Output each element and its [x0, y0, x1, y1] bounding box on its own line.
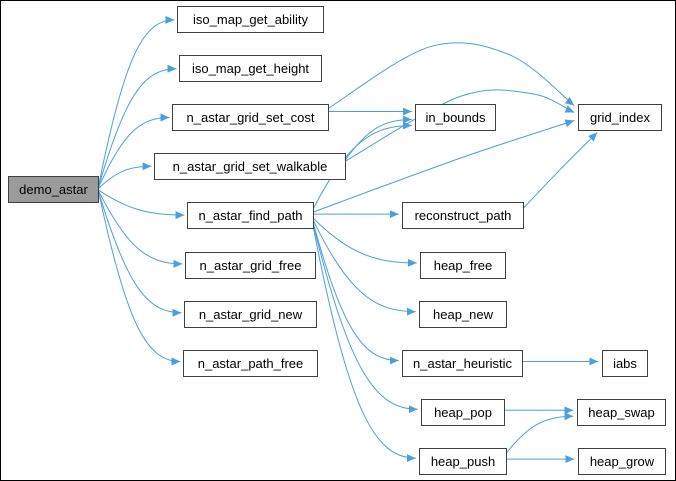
- node-heap_new[interactable]: heap_new: [419, 301, 507, 328]
- node-iabs[interactable]: iabs: [602, 350, 648, 377]
- edge-demo_astar-to-iso_map_get_height: [98, 64, 177, 187]
- node-label: n_astar_grid_set_cost: [186, 110, 315, 125]
- node-label: n_astar_grid_new: [198, 307, 303, 322]
- node-n_astar_grid_set_walkable[interactable]: n_astar_grid_set_walkable: [154, 153, 346, 180]
- edge-n_astar_grid_set_cost-to-grid_index: [327, 42, 575, 109]
- node-label: n_astar_heuristic: [413, 356, 512, 371]
- edge-n_astar_grid_set_walkable-to-in_bounds: [344, 115, 412, 161]
- edge-heap_push-to-heap_swap: [505, 412, 574, 455]
- edge-reconstruct_path-to-grid_index: [522, 132, 598, 210]
- node-label: iabs: [613, 356, 637, 371]
- node-label: heap_push: [430, 454, 496, 469]
- node-label: n_astar_grid_free: [199, 258, 302, 273]
- edge-demo_astar-to-n_astar_grid_new: [98, 192, 182, 317]
- node-grid_index[interactable]: grid_index: [578, 104, 662, 131]
- edge-demo_astar-to-iso_map_get_ability: [98, 15, 175, 186]
- node-label: in_bounds: [425, 110, 486, 125]
- node-heap_grow[interactable]: heap_grow: [578, 448, 666, 475]
- node-label: heap_swap: [588, 405, 655, 420]
- node-n_astar_heuristic[interactable]: n_astar_heuristic: [402, 350, 523, 377]
- node-label: grid_index: [590, 110, 650, 125]
- node-n_astar_grid_free[interactable]: n_astar_grid_free: [185, 252, 316, 279]
- node-in_bounds[interactable]: in_bounds: [415, 104, 496, 131]
- node-label: n_astar_path_free: [197, 356, 304, 371]
- edge-demo_astar-to-n_astar_grid_set_walkable: [98, 162, 152, 189]
- node-n_astar_grid_new[interactable]: n_astar_grid_new: [184, 301, 317, 328]
- node-label: n_astar_find_path: [198, 208, 303, 223]
- node-n_astar_path_free[interactable]: n_astar_path_free: [183, 350, 318, 377]
- node-label: iso_map_get_height: [191, 61, 310, 76]
- node-heap_push[interactable]: heap_push: [419, 448, 507, 475]
- node-label: n_astar_grid_set_walkable: [172, 159, 328, 174]
- node-label: heap_free: [433, 258, 493, 273]
- edge-n_astar_find_path-to-in_bounds: [312, 121, 412, 210]
- node-label: demo_astar: [19, 182, 88, 197]
- edge-demo_astar-to-n_astar_find_path: [98, 189, 185, 220]
- edge-demo_astar-to-n_astar_grid_free: [98, 190, 183, 268]
- edge-n_astar_find_path-to-n_astar_heuristic: [312, 221, 399, 365]
- node-iso_map_get_height[interactable]: iso_map_get_height: [179, 55, 322, 82]
- node-iso_map_get_ability[interactable]: iso_map_get_ability: [177, 6, 324, 33]
- node-heap_pop[interactable]: heap_pop: [421, 399, 505, 426]
- edge-n_astar_find_path-to-heap_new: [312, 219, 416, 316]
- node-label: iso_map_get_ability: [193, 12, 308, 27]
- edge-n_astar_grid_set_walkable-to-grid_index: [344, 89, 575, 162]
- node-n_astar_grid_set_cost[interactable]: n_astar_grid_set_cost: [172, 104, 329, 131]
- node-label: heap_pop: [434, 405, 492, 420]
- node-heap_free[interactable]: heap_free: [420, 252, 506, 279]
- edge-demo_astar-to-n_astar_path_free: [98, 192, 181, 366]
- edge-n_astar_find_path-to-heap_push: [312, 225, 416, 463]
- edge-demo_astar-to-n_astar_grid_set_cost: [98, 113, 170, 188]
- node-label: heap_new: [433, 307, 493, 322]
- node-n_astar_find_path[interactable]: n_astar_find_path: [187, 202, 314, 229]
- node-reconstruct_path[interactable]: reconstruct_path: [402, 202, 524, 229]
- node-label: reconstruct_path: [414, 208, 512, 223]
- edge-n_astar_find_path-to-heap_free: [312, 217, 417, 267]
- node-heap_swap[interactable]: heap_swap: [577, 399, 666, 426]
- edge-n_astar_find_path-to-heap_pop: [312, 223, 418, 414]
- node-label: heap_grow: [589, 454, 655, 469]
- edge-n_astar_find_path-to-grid_index: [312, 119, 575, 213]
- node-demo_astar[interactable]: demo_astar: [8, 176, 99, 203]
